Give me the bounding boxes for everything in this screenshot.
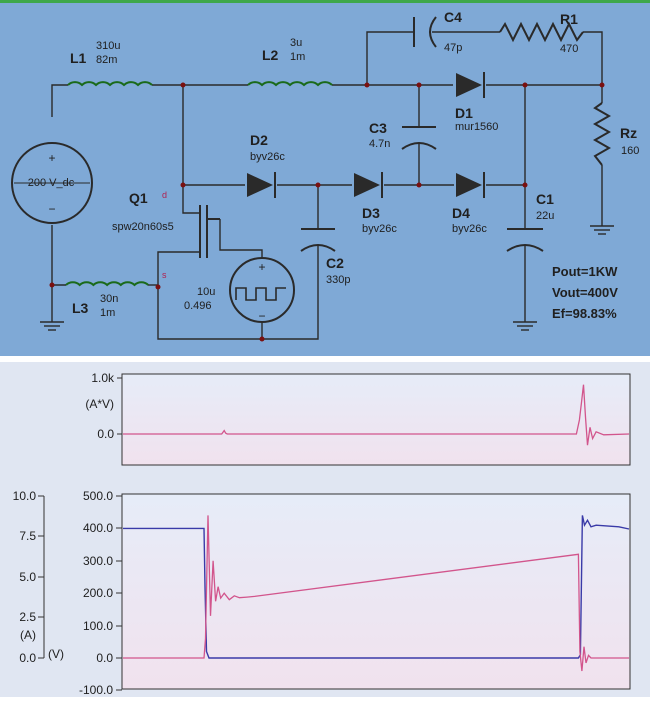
mosfet-Q1: Q1 spw20n60s5 d s <box>112 190 220 280</box>
voltage-tick-400: 400.0 <box>83 521 113 535</box>
pulse-duty: 0.496 <box>184 300 212 312</box>
L2-ref: L2 <box>262 47 279 63</box>
vi-plot: 10.0 7.5 5.0 2.5 (A) 0.0 (V) 500.0 400.0… <box>13 489 631 697</box>
current-tick-5: 5.0 <box>19 570 36 584</box>
pulse-source: + − 10u 0.496 <box>184 257 295 323</box>
current-tick-0: 0.0 <box>19 651 36 665</box>
Q1-source-pin: s <box>162 270 167 280</box>
Rz-ref: Rz <box>620 125 637 141</box>
inductor-L1: L1 310u 82m <box>67 40 153 87</box>
diode-D4: D4 byv26c <box>452 172 487 235</box>
results-block: Pout=1KW Vout=400V Ef=98.83% <box>552 264 618 321</box>
resistor-Rz: Rz 160 <box>592 102 639 166</box>
current-tick-10: 10.0 <box>13 489 37 503</box>
pout-text: Pout=1KW <box>552 264 618 279</box>
voltage-tick-200: 200.0 <box>83 586 113 600</box>
ground-symbols <box>40 225 614 331</box>
L3-ref: L3 <box>72 300 89 316</box>
pulse-minus: − <box>258 309 265 323</box>
capacitor-C1: C1 22u <box>506 191 554 252</box>
Q1-value: spw20n60s5 <box>112 221 174 233</box>
power-ylabel: (A*V) <box>85 397 114 411</box>
schematic-background <box>0 0 650 356</box>
D3-ref: D3 <box>362 205 380 221</box>
ground-icon <box>40 321 64 331</box>
D2-value: byv26c <box>250 151 285 163</box>
L3-value: 30n <box>100 293 118 305</box>
L2-esr: 1m <box>290 51 305 63</box>
resistor-R1: R1 470 <box>499 11 584 55</box>
Q1-ref: Q1 <box>129 190 148 206</box>
pulse-plus: + <box>258 260 265 274</box>
vi-plot-frame <box>121 493 631 690</box>
L3-esr: 1m <box>100 307 115 319</box>
L2-value: 3u <box>290 37 302 49</box>
current-ylabel: (A) <box>20 628 36 642</box>
C3-ref: C3 <box>369 120 387 136</box>
C3-value: 4.7n <box>369 138 390 150</box>
C2-ref: C2 <box>326 255 344 271</box>
capacitor-C3: C3 4.7n <box>369 120 437 150</box>
R1-ref: R1 <box>560 11 578 27</box>
C2-value: 330p <box>326 274 350 286</box>
C4-value: 47p <box>444 42 462 54</box>
diode-D1: D1 mur1560 <box>455 72 498 133</box>
source-value: 200 V_dc <box>28 177 75 189</box>
voltage-tick-500: 500.0 <box>83 489 113 503</box>
source-minus: − <box>48 202 55 216</box>
D1-ref: D1 <box>455 105 473 121</box>
voltage-ylabel: (V) <box>48 647 64 661</box>
current-tick-2-5: 2.5 <box>19 610 36 624</box>
waveform-svg: 1.0k (A*V) 0.0 10.0 7.5 5.0 2.5 (A) 0.0 … <box>0 362 650 697</box>
ground-icon <box>513 321 537 331</box>
ground-icon <box>590 225 614 235</box>
current-tick-7-5: 7.5 <box>19 529 36 543</box>
diode-D2: D2 byv26c <box>247 132 285 198</box>
C1-value: 22u <box>536 210 554 222</box>
waveform-panel: 1.0k (A*V) 0.0 10.0 7.5 5.0 2.5 (A) 0.0 … <box>0 362 650 697</box>
power-plot: 1.0k (A*V) 0.0 <box>85 371 631 466</box>
pulse-period: 10u <box>197 286 215 298</box>
vds-trace <box>123 515 630 659</box>
L1-ref: L1 <box>70 50 87 66</box>
L1-value: 310u <box>96 40 120 52</box>
inductor-L3: L3 30n 1m <box>65 281 149 319</box>
Rz-value: 160 <box>621 145 639 157</box>
id-trace <box>123 515 629 672</box>
voltage-tick-0: 0.0 <box>96 651 113 665</box>
R1-value: 470 <box>560 43 578 55</box>
schematic-top-border <box>0 0 650 3</box>
power-trace <box>123 384 630 446</box>
schematic-svg: L1 310u 82m L2 3u 1m L3 30n 1m C4 47p R1… <box>0 0 650 356</box>
capacitor-C2: C2 330p <box>300 228 350 286</box>
voltage-source: + 200 V_dc − <box>11 142 93 224</box>
junctions <box>49 82 605 342</box>
L1-esr: 82m <box>96 54 117 66</box>
voltage-tick-minus100: -100.0 <box>79 683 113 697</box>
voltage-tick-100: 100.0 <box>83 619 113 633</box>
D4-ref: D4 <box>452 205 470 221</box>
D3-value: byv26c <box>362 223 397 235</box>
diode-D3: D3 byv26c <box>354 172 397 235</box>
vout-text: Vout=400V <box>552 285 618 300</box>
D4-value: byv26c <box>452 223 487 235</box>
Q1-drain-pin: d <box>162 190 167 200</box>
power-tick-top: 1.0k <box>91 371 115 385</box>
capacitor-C4: C4 47p <box>413 9 462 54</box>
D2-ref: D2 <box>250 132 268 148</box>
inductor-L2: L2 3u 1m <box>247 37 333 87</box>
source-plus: + <box>48 151 55 165</box>
C1-ref: C1 <box>536 191 554 207</box>
power-tick-zero: 0.0 <box>97 427 114 441</box>
ef-text: Ef=98.83% <box>552 306 617 321</box>
voltage-tick-300: 300.0 <box>83 554 113 568</box>
power-plot-frame <box>121 373 631 466</box>
D1-value: mur1560 <box>455 121 498 133</box>
schematic-panel: L1 310u 82m L2 3u 1m L3 30n 1m C4 47p R1… <box>0 0 650 356</box>
C4-ref: C4 <box>444 9 462 25</box>
